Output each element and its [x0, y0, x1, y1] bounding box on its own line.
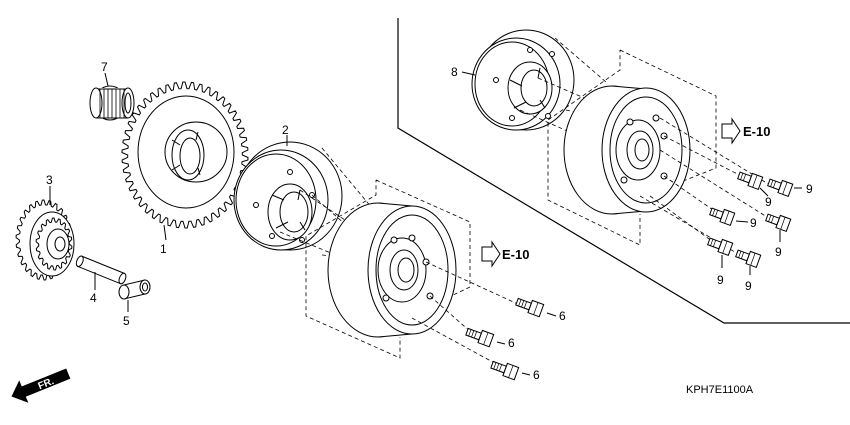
- bolt-9e: [707, 237, 734, 257]
- callout-4: 4: [90, 291, 97, 305]
- bolt-lines-inset: [639, 117, 776, 259]
- driven-gear: [121, 81, 249, 229]
- ref-e10-inset: E-10: [743, 124, 770, 139]
- flywheel-left: [327, 202, 457, 338]
- leader-9a: [759, 187, 769, 197]
- bolt-6b: [465, 327, 495, 348]
- bolt-6c: [490, 360, 520, 381]
- flywheel-inset: [563, 85, 691, 215]
- inset-frame: [397, 18, 850, 324]
- callout-9a: 9: [806, 182, 813, 196]
- bolt-lines-left: [411, 261, 521, 367]
- callout-2: 2: [282, 123, 289, 137]
- callout-1: 1: [160, 242, 167, 256]
- callout-9e: 9: [717, 273, 724, 287]
- starter-clutch: [233, 141, 343, 251]
- leader-6c: [521, 372, 531, 376]
- leader-1: [163, 224, 167, 241]
- leader-6a: [546, 312, 557, 317]
- bolt-9a: [737, 171, 764, 191]
- reduction-shaft: [75, 255, 127, 285]
- bolt-6a: [515, 297, 545, 318]
- ref-arrow-inset: [721, 117, 741, 145]
- callout-9f: 9: [745, 279, 752, 293]
- callout-9b: 9: [765, 195, 772, 209]
- bolt-9f: [735, 249, 762, 269]
- collar: [118, 279, 151, 300]
- leader-6b: [496, 341, 506, 345]
- callout-5: 5: [123, 314, 130, 328]
- front-direction-arrow: FR.: [11, 368, 71, 403]
- ref-e10-left: E-10: [502, 247, 529, 262]
- callout-8: 8: [451, 65, 458, 79]
- bolt-9d: [765, 213, 792, 233]
- leader-8: [461, 71, 476, 76]
- leader-7: [104, 72, 109, 87]
- callout-6b: 6: [508, 336, 515, 350]
- reduction-gear: [15, 199, 75, 281]
- callout-6a: 6: [559, 309, 566, 323]
- ref-arrow-left: [481, 240, 501, 268]
- callout-3: 3: [46, 173, 53, 187]
- callout-9d: 9: [775, 245, 782, 259]
- callout-7: 7: [101, 60, 108, 74]
- callout-6c: 6: [533, 368, 540, 382]
- bolt-9c: [709, 207, 736, 227]
- callout-9c: 9: [750, 216, 757, 230]
- diagram-code: KPH7E1100A: [686, 384, 754, 396]
- leader-9c: [735, 220, 749, 223]
- bolt-9b: [767, 178, 794, 198]
- needle-bearing: [89, 85, 135, 121]
- starter-clutch-inset: [471, 29, 575, 131]
